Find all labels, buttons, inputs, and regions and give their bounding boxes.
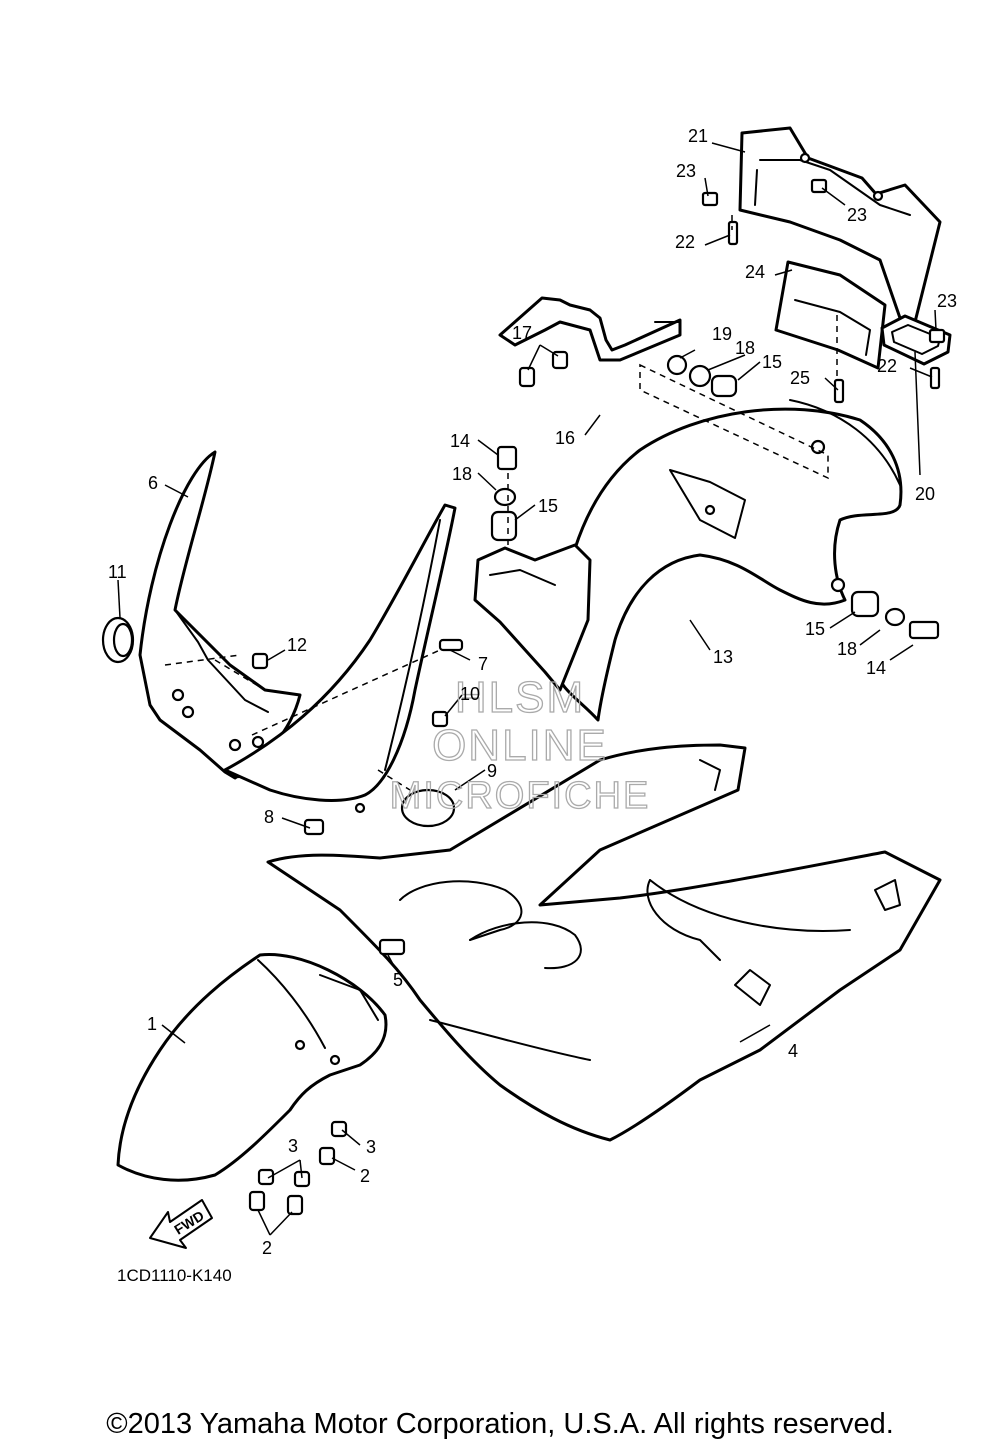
callout-18: 18: [837, 639, 857, 659]
callout-18: 18: [735, 338, 755, 358]
bolt-stack-right[interactable]: [850, 590, 940, 640]
rear-fender-body[interactable]: [553, 399, 903, 722]
callout-8: 8: [264, 807, 274, 827]
callout-13: 13: [713, 647, 733, 667]
license-light[interactable]: [880, 314, 952, 366]
callout-4: 4: [788, 1041, 798, 1061]
callout-3: 3: [366, 1137, 376, 1157]
callout-10: 10: [460, 684, 480, 704]
callout-11: 11: [108, 562, 127, 582]
callout-3: 3: [288, 1136, 298, 1156]
callout-12: 12: [287, 635, 307, 655]
callout-23: 23: [937, 291, 957, 311]
callout-15: 15: [762, 352, 782, 372]
rear-upper-cover[interactable]: [738, 126, 942, 324]
callout-25: 25: [790, 368, 810, 388]
callout-14: 14: [450, 431, 470, 451]
front-fender[interactable]: [116, 952, 388, 1182]
leg-shield-panel[interactable]: [223, 503, 457, 814]
callout-1: 1: [147, 1014, 157, 1034]
fasteners[interactable]: [248, 178, 946, 1216]
assembly-lines: [164, 215, 838, 791]
footboard-body[interactable]: [266, 743, 942, 1142]
callout-15: 15: [538, 496, 558, 516]
callout-5: 5: [393, 970, 403, 990]
copyright-notice: ©2013 Yamaha Motor Corporation, U.S.A. A…: [106, 1408, 894, 1440]
rear-panel[interactable]: [774, 260, 887, 370]
grommet-9[interactable]: [400, 788, 456, 828]
callout-23: 23: [676, 161, 696, 181]
callout-19: 19: [712, 324, 732, 344]
callout-7: 7: [478, 654, 488, 674]
callout-9: 9: [487, 761, 497, 781]
callout-24: 24: [745, 262, 765, 282]
cap-11[interactable]: [101, 616, 135, 664]
callout-23: 23: [847, 205, 867, 225]
callout-2: 2: [360, 1166, 370, 1186]
diagram-code: 1CD1110-K140: [117, 1266, 232, 1285]
svg-text:HLSM: HLSM: [455, 673, 585, 722]
center-bracket[interactable]: [473, 543, 592, 692]
callout-17: 17: [512, 323, 532, 343]
bracket[interactable]: [498, 296, 682, 362]
callout-15: 15: [805, 619, 825, 639]
callout-20: 20: [915, 484, 935, 504]
bolt-stack-center[interactable]: [490, 445, 518, 542]
callout-numbers: 1 2 2 3 3 4 5 6 7 8 9 10 11 12 13 14 14 …: [108, 126, 957, 1258]
callout-14: 14: [866, 658, 886, 678]
callout-6: 6: [148, 473, 158, 493]
fwd-arrow-icon: FWD: [149, 1199, 213, 1249]
watermark: HLSM ONLINE MICROFICHE: [389, 672, 651, 817]
callout-16: 16: [555, 428, 575, 448]
callout-22: 22: [877, 356, 897, 376]
svg-text:MICROFICHE: MICROFICHE: [390, 775, 651, 817]
grommet-set-top[interactable]: [666, 354, 738, 398]
callout-2: 2: [262, 1238, 272, 1258]
svg-text:ONLINE: ONLINE: [432, 721, 608, 770]
leader-lines: [117, 142, 937, 1236]
front-upper-cowl[interactable]: [138, 450, 302, 780]
callout-18: 18: [452, 464, 472, 484]
callout-22: 22: [675, 232, 695, 252]
callout-21: 21: [688, 126, 708, 146]
